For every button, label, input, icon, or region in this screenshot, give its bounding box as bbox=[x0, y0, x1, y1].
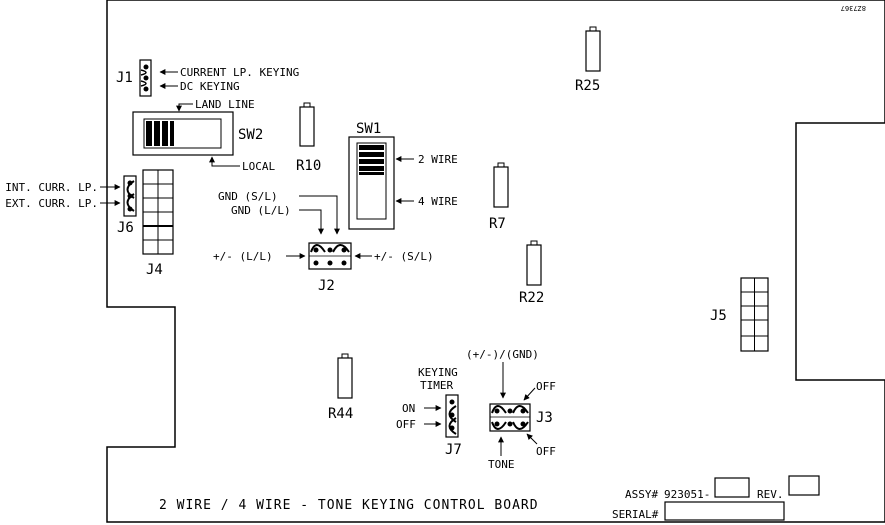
r10-resistor bbox=[300, 103, 314, 146]
j2-gnd-sl-label: GND (S/L) bbox=[218, 190, 278, 203]
sw2-local-label: LOCAL bbox=[242, 160, 275, 173]
j7-off-label: OFF bbox=[396, 418, 416, 431]
serial-box bbox=[665, 502, 784, 520]
sw1-switch bbox=[349, 137, 394, 229]
j7-ref: J7 bbox=[445, 442, 462, 458]
rev-label: REV. bbox=[757, 488, 784, 501]
r44-resistor bbox=[338, 354, 352, 398]
j5-connector bbox=[741, 278, 768, 351]
j4-connector bbox=[143, 170, 173, 254]
r10-ref: R10 bbox=[296, 158, 321, 174]
j5-ref: J5 bbox=[710, 308, 727, 324]
j3-tone-label: TONE bbox=[488, 458, 515, 471]
assy-number: 923051- bbox=[664, 488, 710, 501]
j3-off-top-label: OFF bbox=[536, 380, 556, 393]
j2-left-label: +/- (L/L) bbox=[213, 250, 273, 263]
j3-ref: J3 bbox=[536, 410, 553, 426]
assy-label: ASSY# bbox=[625, 488, 658, 501]
sw1-ref: SW1 bbox=[356, 121, 381, 137]
sw1-2-wire-label: 2 WIRE bbox=[418, 153, 458, 166]
r22-ref: R22 bbox=[519, 290, 544, 306]
j1-ref: J1 bbox=[116, 70, 133, 86]
r7-resistor bbox=[494, 163, 508, 207]
sw2-ref: SW2 bbox=[238, 127, 263, 143]
j3-top-label: (+/-)/(GND) bbox=[466, 348, 539, 361]
j1-option-dc-keying: DC KEYING bbox=[180, 80, 240, 93]
r22-resistor bbox=[527, 241, 541, 285]
r25-resistor bbox=[586, 27, 600, 71]
j7-title-keying: KEYING bbox=[418, 366, 458, 379]
j2-right-label: +/- (S/L) bbox=[374, 250, 434, 263]
j1-option-current-lp: CURRENT LP. KEYING bbox=[180, 66, 299, 79]
j7-title-timer: TIMER bbox=[420, 379, 453, 392]
j6-ref: J6 bbox=[117, 220, 134, 236]
j3-jumper bbox=[490, 404, 530, 431]
j2-ref: J2 bbox=[318, 278, 335, 294]
j6-option-ext-curr: EXT. CURR. LP. bbox=[5, 197, 98, 210]
serial-label: SERIAL# bbox=[612, 508, 659, 521]
j4-ref: J4 bbox=[146, 262, 163, 278]
board-id-code: 8Z7367 bbox=[841, 4, 866, 12]
assy-suffix-box bbox=[715, 478, 749, 497]
rev-box bbox=[789, 476, 819, 495]
sw1-4-wire-label: 4 WIRE bbox=[418, 195, 458, 208]
board-title: 2 WIRE / 4 WIRE - TONE KEYING CONTROL BO… bbox=[159, 498, 539, 513]
j1-jumper bbox=[140, 60, 151, 96]
r25-ref: R25 bbox=[575, 78, 600, 94]
r44-ref: R44 bbox=[328, 406, 353, 422]
sw2-land-line-label: LAND LINE bbox=[195, 98, 255, 111]
j6-option-int-curr: INT. CURR. LP. bbox=[5, 181, 98, 194]
j7-jumper bbox=[446, 395, 458, 437]
j2-gnd-ll-label: GND (L/L) bbox=[231, 204, 291, 217]
r7-ref: R7 bbox=[489, 216, 506, 232]
j7-on-label: ON bbox=[402, 402, 415, 415]
j6-jumper bbox=[124, 176, 136, 216]
j3-off-bottom-label: OFF bbox=[536, 445, 556, 458]
j2-jumper bbox=[309, 243, 351, 269]
sw2-switch bbox=[133, 112, 233, 155]
